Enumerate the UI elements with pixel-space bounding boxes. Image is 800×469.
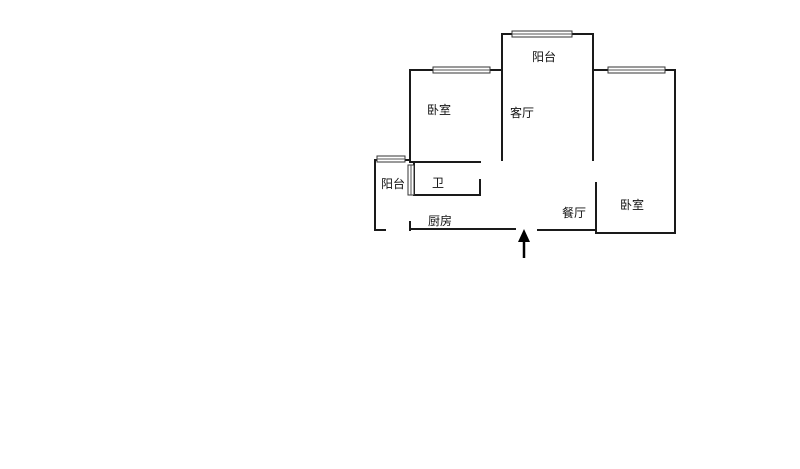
room-labels: 卧室 阳台 客厅 阳台 卫 厨房 餐厅 卧室	[381, 49, 644, 228]
room-label-balcony-top: 阳台	[532, 49, 556, 64]
room-label-balcony-left: 阳台	[381, 176, 405, 191]
room-label-living-room: 客厅	[510, 105, 534, 120]
windows	[376, 30, 666, 196]
room-label-bedroom-left: 卧室	[427, 102, 451, 117]
room-label-kitchen: 厨房	[428, 213, 452, 228]
room-label-bathroom: 卫	[432, 176, 444, 190]
room-label-bedroom-right: 卧室	[620, 197, 644, 212]
room-label-dining-room: 餐厅	[562, 205, 586, 220]
entry-arrow-icon	[518, 229, 530, 258]
